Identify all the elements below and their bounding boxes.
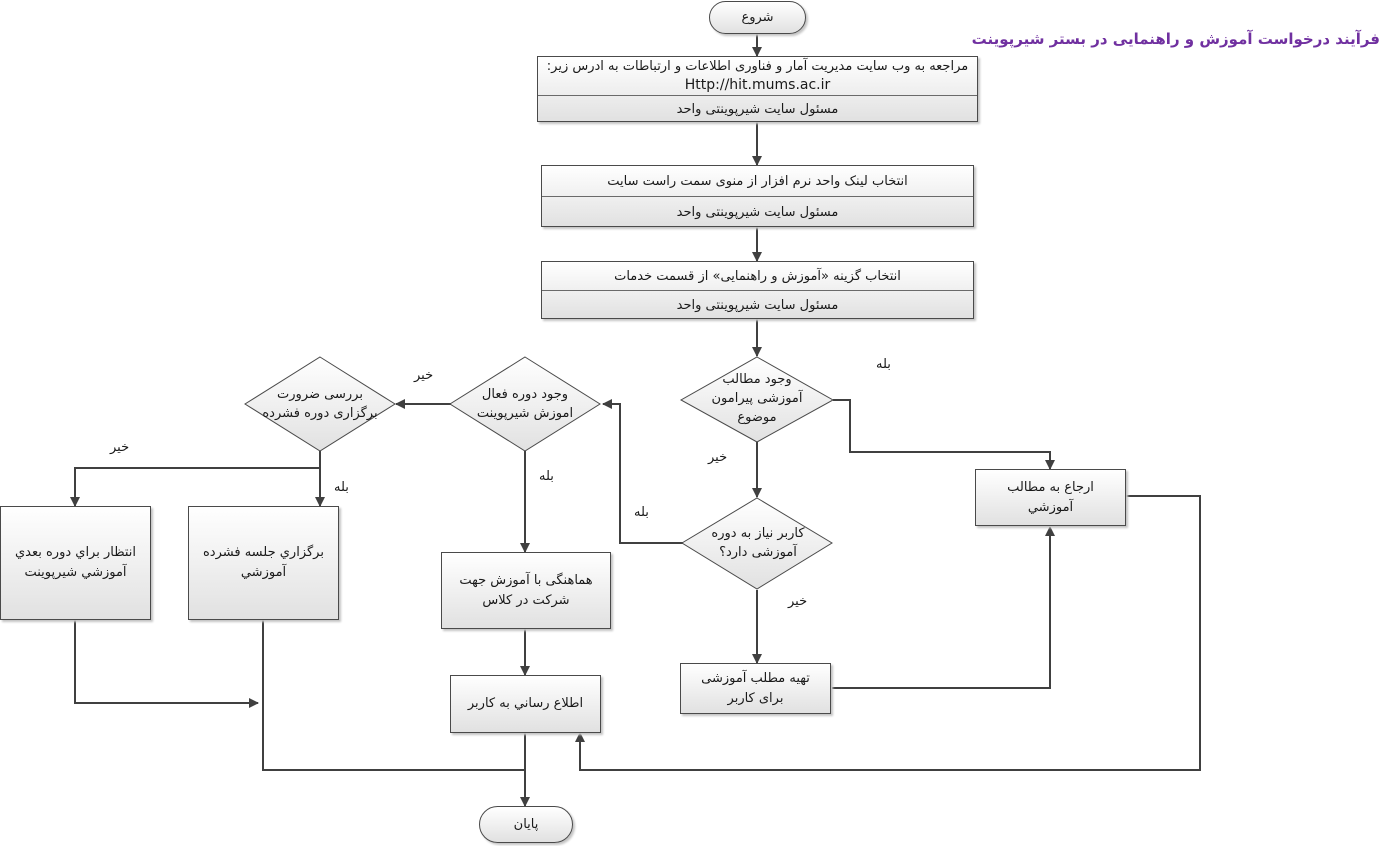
step1-box: مراجعه به وب سایت مدیریت آمار و فناوری ا…	[537, 56, 978, 122]
no-label-active: خیر	[414, 368, 434, 383]
step2-box: انتخاب لینک واحد نرم افزار از منوی سمت ر…	[541, 165, 974, 227]
yes-label-content: بله	[876, 357, 891, 372]
arrow-check-no	[70, 467, 320, 507]
coordinate-box: هماهنگی با آموزش جهت شرکت در کلاس	[441, 552, 611, 629]
page-title: فرآیند درخواست آموزش و راهنمایی در بستر …	[971, 30, 1380, 48]
end-terminal: پایان	[479, 806, 573, 843]
decision-check-need	[244, 356, 396, 452]
step1-role: مسئول سایت شیرپوینتی واحد	[676, 101, 839, 117]
step2-role: مسئول سایت شیرپوینتی واحد	[676, 204, 839, 220]
decision-active-course-label: وجود دوره فعال اموزش شیرپوینت	[476, 387, 574, 421]
notify-user-box: اطلاع رساني به کاربر	[450, 675, 601, 733]
no-label-needs: خیر	[788, 594, 808, 609]
step3-text: انتخاب گزینه «آموزش و راهنمایی» از قسمت …	[542, 262, 973, 291]
end-label: پایان	[513, 817, 539, 832]
yes-label-needs: بله	[634, 505, 649, 520]
hold-session-box: برگزاري جلسه فشرده آموزشي	[188, 506, 339, 620]
yes-label-check: بله	[334, 480, 349, 495]
decision-active-course	[449, 356, 601, 452]
decision-user-needs-course-label: کاربر نیاز به دوره آموزشی دارد؟	[711, 526, 805, 560]
wait-next-box: انتظار براي دوره بعدي آموزشي شيرپوينت	[0, 506, 151, 620]
step1-url: Http://hit.mums.ac.ir	[684, 77, 831, 93]
start-terminal: شروع	[709, 1, 806, 34]
arrow-prepare-to-refer	[832, 526, 1055, 689]
decision-content-exists	[679, 356, 835, 443]
step3-box: انتخاب گزینه «آموزش و راهنمایی» از قسمت …	[541, 261, 974, 319]
step1-text: مراجعه به وب سایت مدیریت آمار و فناوری ا…	[538, 57, 977, 96]
decision-user-needs-course	[681, 497, 833, 590]
arrow-content-yes	[833, 399, 1055, 470]
decision-content-exists-label: وجود مطالب آموزشی پیرامون موضوع	[711, 372, 803, 425]
line-session-to-end	[262, 620, 525, 771]
step3-role: مسئول سایت شیرپوینتی واحد	[676, 297, 839, 313]
yes-label-active: بله	[539, 469, 554, 484]
decision-check-need-label: بررسی ضرورت برگزاری دوره فشرده	[262, 387, 378, 421]
start-label: شروع	[741, 10, 774, 25]
no-label-check: خیر	[110, 440, 130, 455]
step1-line1: مراجعه به وب سایت مدیریت آمار و فناوری ا…	[546, 59, 969, 74]
arrow-wait-to-notify	[74, 620, 259, 708]
refer-content-box: ارجاع به مطالب آموزشي	[975, 469, 1126, 526]
step2-text: انتخاب لینک واحد نرم افزار از منوی سمت ر…	[542, 166, 973, 197]
prepare-content-box: تهیه مطلب آموزشی برای کاربر	[680, 663, 831, 714]
no-label-content: خیر	[708, 450, 728, 465]
arrow-needs-yes	[602, 399, 683, 544]
arrow-refer-to-notify	[575, 495, 1201, 771]
